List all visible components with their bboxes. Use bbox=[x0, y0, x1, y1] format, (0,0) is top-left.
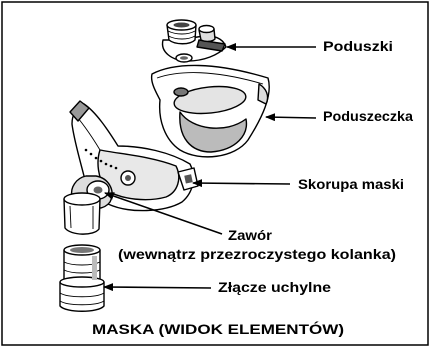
vent-hole bbox=[95, 157, 98, 160]
label-shell: Skorupa maski bbox=[298, 176, 404, 192]
arrow-shell bbox=[193, 183, 290, 184]
pillows-right-nozzle-rim bbox=[199, 26, 214, 33]
label-valve-detail: (wewnątrz przezroczystego kolanka) bbox=[118, 246, 396, 262]
swivel-connector-drawing bbox=[60, 245, 104, 311]
elbow-tube-rim bbox=[64, 193, 100, 205]
label-swivel: Złącze uchylne bbox=[218, 279, 331, 295]
vent-hole bbox=[105, 163, 108, 166]
arrow-cushion bbox=[266, 117, 316, 118]
arrow-swivel bbox=[104, 287, 211, 288]
vent-hole bbox=[100, 160, 103, 163]
swivel-shading bbox=[92, 256, 97, 280]
swivel-flange-rim bbox=[60, 277, 104, 287]
vent-hole bbox=[110, 165, 113, 168]
cushion-port-hole bbox=[174, 88, 188, 96]
label-valve: Zawór bbox=[228, 227, 273, 243]
label-pillows: Poduszki bbox=[323, 38, 393, 54]
pillows-bottom-ring-hole bbox=[180, 56, 188, 60]
vent-hole bbox=[115, 167, 118, 170]
vent-hole bbox=[85, 149, 88, 152]
elbow-valve-center bbox=[94, 187, 103, 194]
label-cushion: Poduszeczka bbox=[323, 108, 413, 124]
swivel-top-opening bbox=[70, 247, 94, 253]
shell-center-port-hole bbox=[125, 175, 131, 181]
diagram-title: MASKA (WIDOK ELEMENTÓW) bbox=[92, 320, 344, 337]
pillows-left-nozzle-opening bbox=[174, 23, 190, 28]
vent-hole bbox=[90, 153, 93, 156]
